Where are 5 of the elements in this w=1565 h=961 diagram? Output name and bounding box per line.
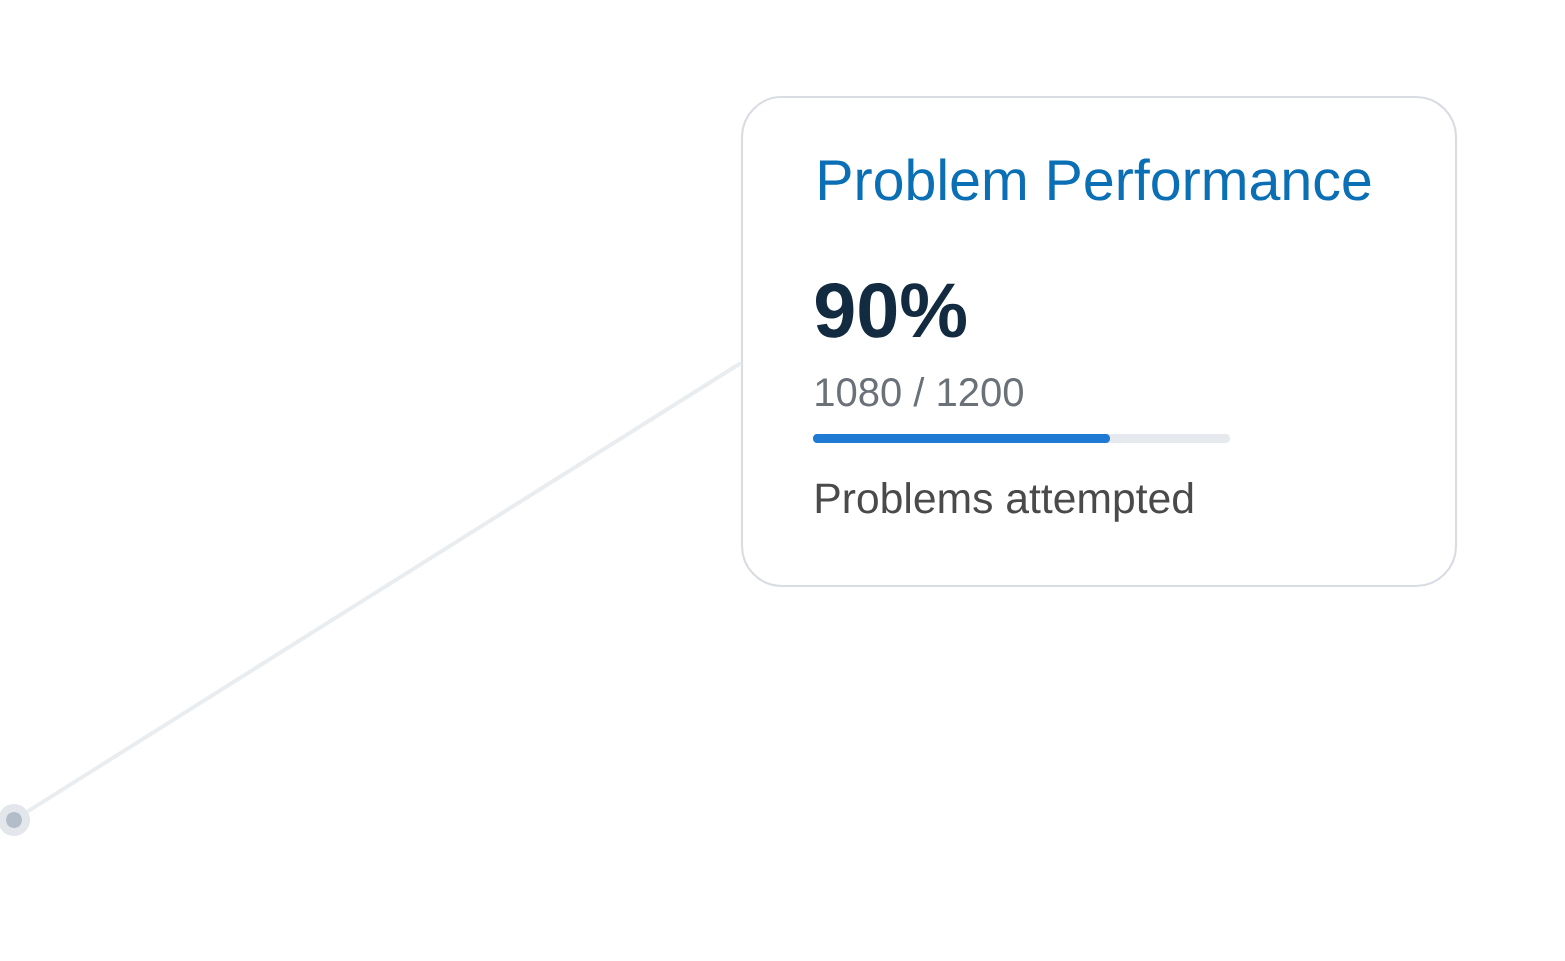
score-text: 1080 / 1200: [816, 377, 1023, 407]
connector-line: [26, 361, 742, 814]
caption-text: Problems attempted: [816, 482, 1193, 522]
card-title: Problem Performance: [820, 158, 1371, 201]
percentage-value: 90%: [815, 283, 966, 338]
